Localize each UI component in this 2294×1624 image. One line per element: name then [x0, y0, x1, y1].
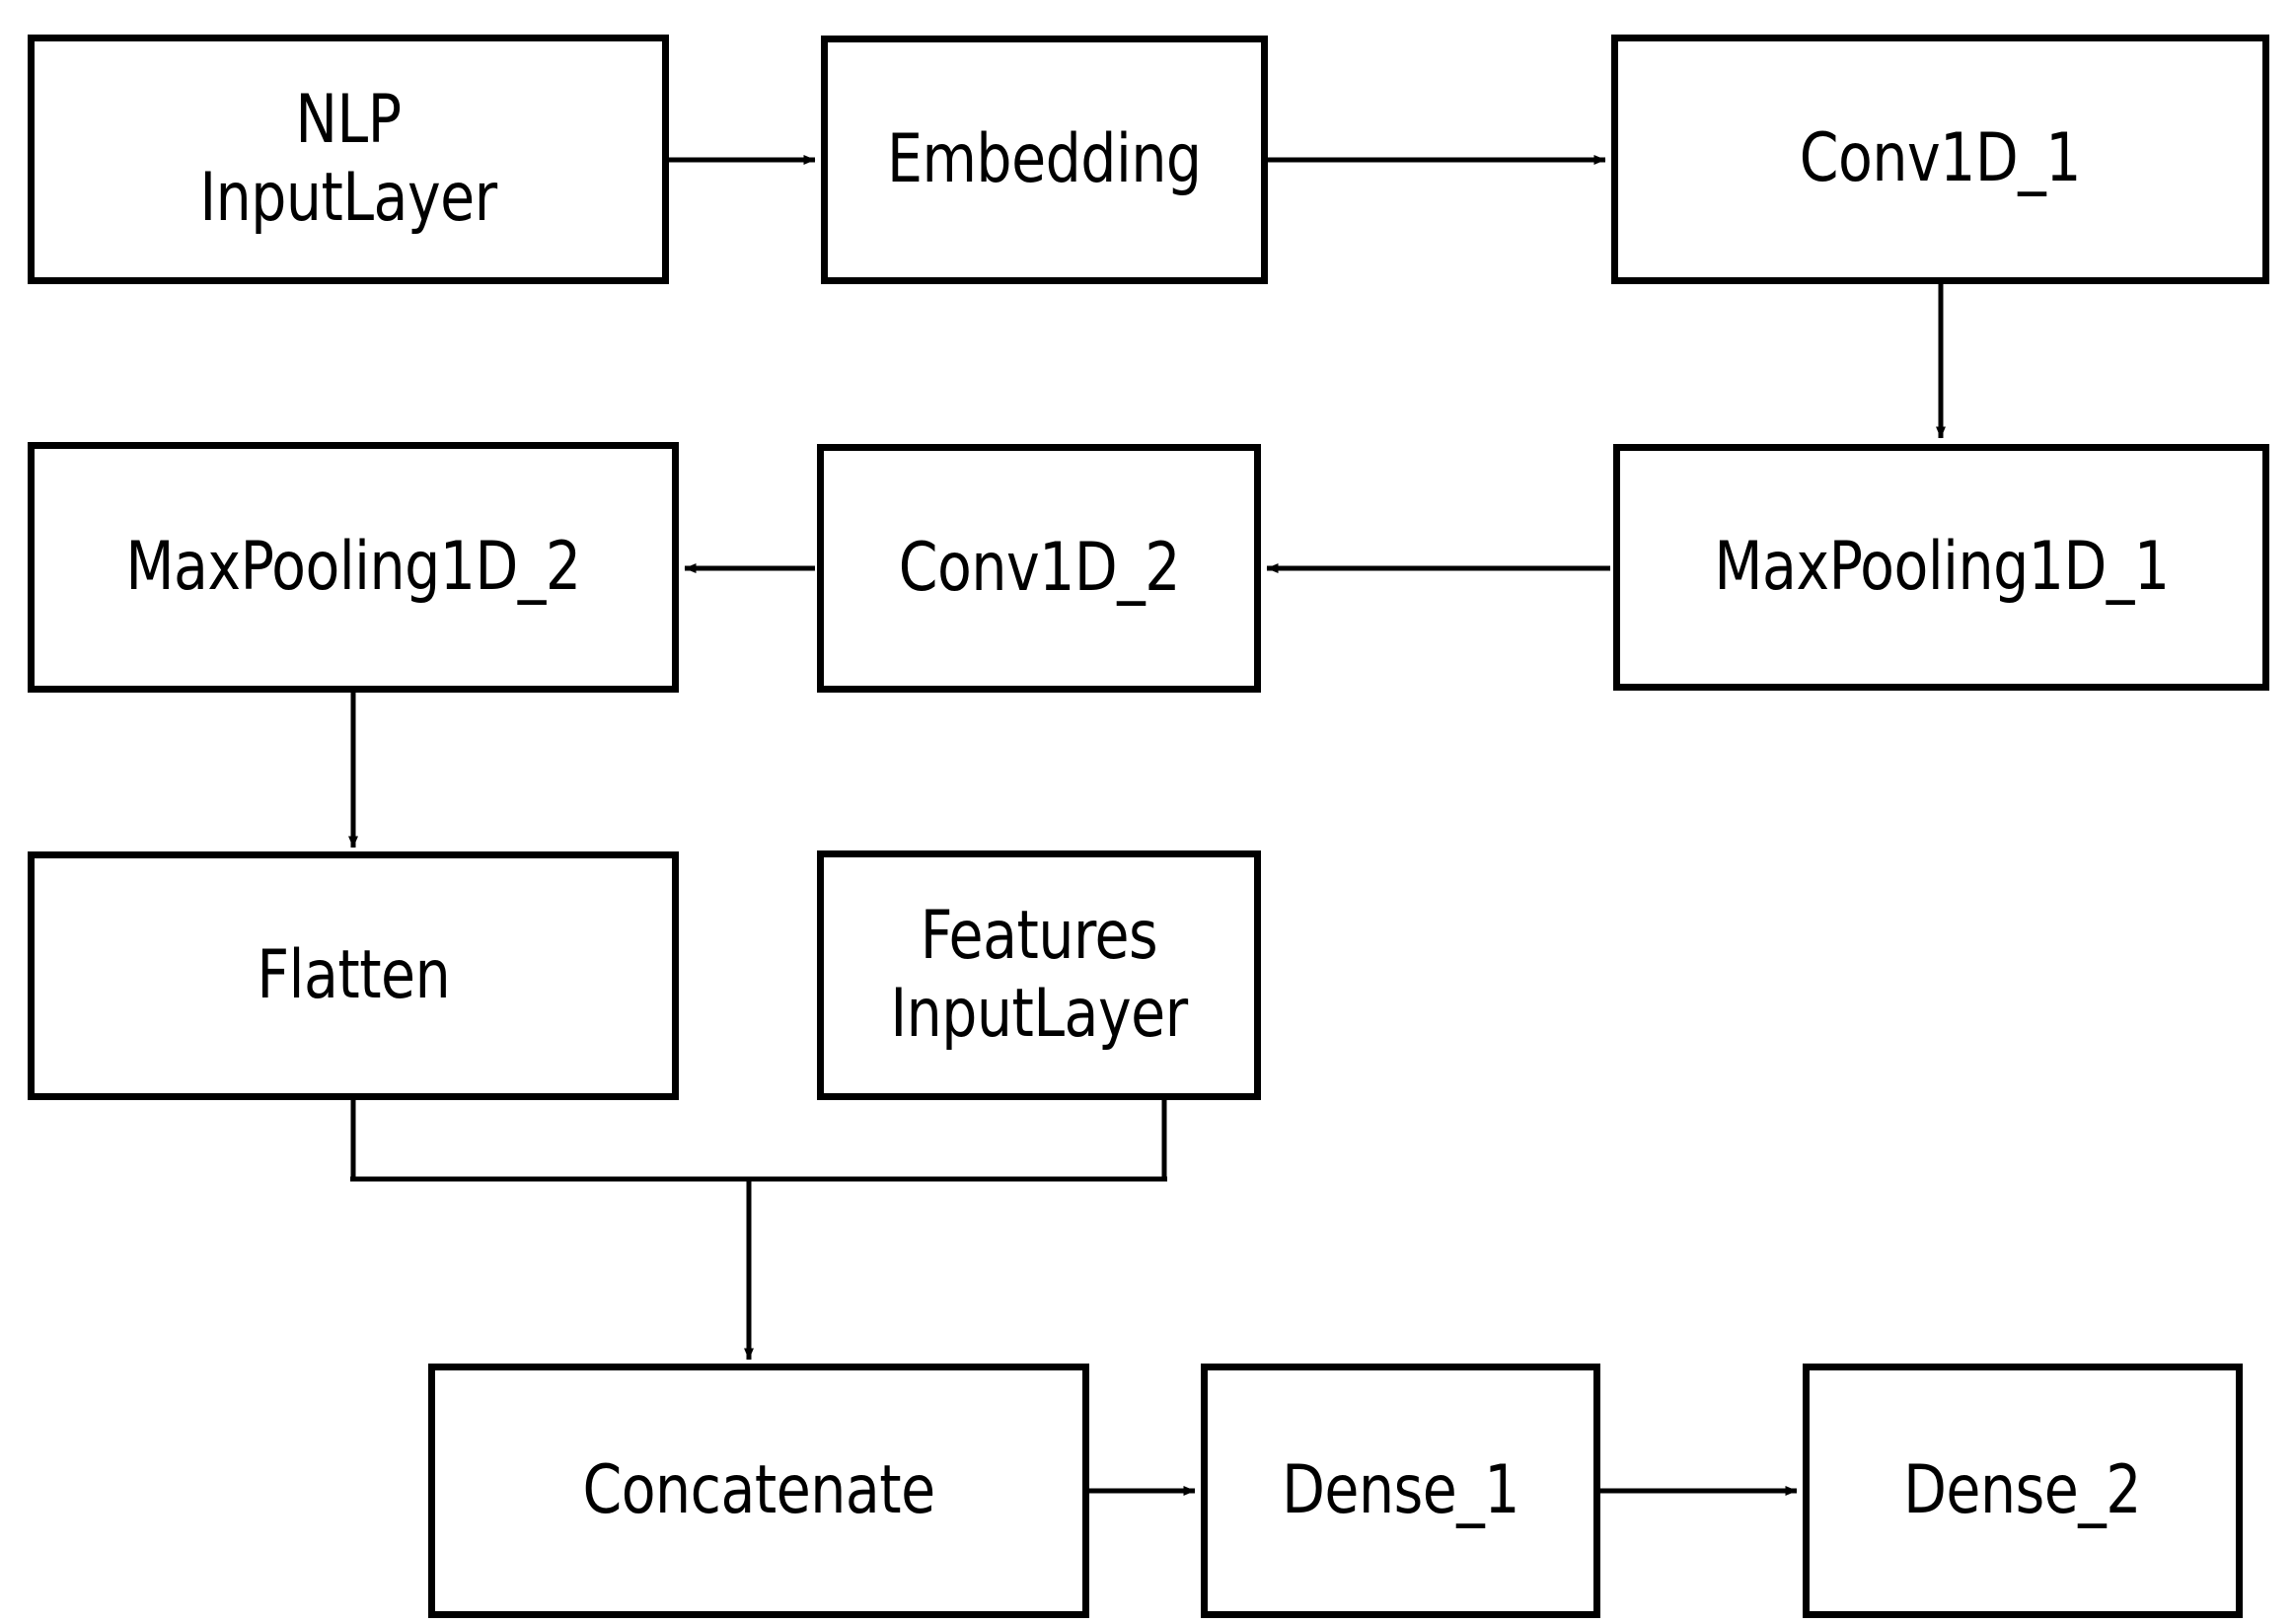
node-features-input[interactable]: Features InputLayer: [817, 850, 1261, 1100]
node-maxpooling1d-1-label: MaxPooling1D_1: [1713, 527, 2170, 606]
node-conv1d-2[interactable]: Conv1D_2: [817, 444, 1261, 693]
edge-merge-to-concatenate: [350, 1100, 1167, 1361]
node-nlp-input-label: NLP InputLayer: [199, 81, 497, 237]
node-flatten-label: Flatten: [257, 935, 450, 1014]
node-concatenate-label: Concatenate: [582, 1450, 935, 1529]
node-features-input-label: Features InputLayer: [890, 897, 1188, 1053]
node-maxpooling1d-2-label: MaxPooling1D_2: [125, 527, 581, 606]
node-embedding-label: Embedding: [887, 119, 1202, 198]
node-dense-1[interactable]: Dense_1: [1201, 1364, 1600, 1618]
node-dense-2[interactable]: Dense_2: [1803, 1364, 2243, 1618]
node-concatenate[interactable]: Concatenate: [428, 1364, 1089, 1618]
node-nlp-input[interactable]: NLP InputLayer: [28, 35, 669, 284]
node-dense-1-label: Dense_1: [1282, 1450, 1519, 1529]
node-conv1d-1-label: Conv1D_1: [1799, 119, 2082, 198]
node-embedding[interactable]: Embedding: [821, 36, 1268, 284]
node-dense-2-label: Dense_2: [1903, 1450, 2142, 1529]
node-maxpooling1d-2[interactable]: MaxPooling1D_2: [28, 442, 679, 693]
node-conv1d-2-label: Conv1D_2: [898, 528, 1180, 607]
node-maxpooling1d-1[interactable]: MaxPooling1D_1: [1613, 444, 2269, 691]
node-flatten[interactable]: Flatten: [28, 851, 679, 1100]
node-conv1d-1[interactable]: Conv1D_1: [1611, 35, 2269, 284]
